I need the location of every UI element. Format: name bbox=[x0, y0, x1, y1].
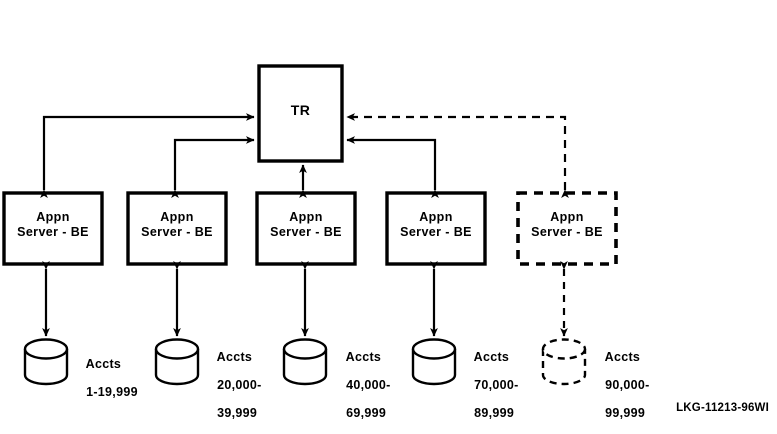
server-box-1 bbox=[2, 191, 104, 266]
database-cylinder-2 bbox=[154, 338, 200, 386]
server-label-5-line2: Server - BE bbox=[531, 225, 603, 239]
database-label-4-title: Accts bbox=[473, 350, 510, 364]
database-label-3-range1: 40,000- bbox=[346, 378, 391, 392]
server-label-5-line1: Appn bbox=[550, 210, 584, 224]
database-cylinder-5 bbox=[541, 338, 587, 386]
hub-box bbox=[257, 64, 344, 163]
database-label-1: Accts 1-19,999 bbox=[71, 343, 138, 413]
connector-server-4 bbox=[346, 136, 439, 198]
hub-label: TR bbox=[290, 102, 311, 118]
database-label-2-range2: 39,999 bbox=[217, 406, 258, 420]
server-label-4-line2: Server - BE bbox=[400, 225, 472, 239]
database-label-2-title: Accts bbox=[216, 350, 253, 364]
connector-server-1 bbox=[40, 113, 255, 198]
connector-server-2 bbox=[171, 136, 255, 198]
server-label-3-line1: Appn bbox=[289, 210, 323, 224]
figure-caption: LKG-11213-96WI bbox=[676, 402, 769, 414]
database-label-4: Accts 70,000- 89,999 bbox=[459, 336, 519, 434]
server-box-3 bbox=[255, 191, 357, 266]
database-label-5-range1: 90,000- bbox=[605, 378, 650, 392]
server-label-1-line1: Appn bbox=[36, 210, 70, 224]
database-label-5-title: Accts bbox=[604, 350, 641, 364]
database-label-1-title: Accts bbox=[85, 357, 122, 371]
database-label-5: Accts 90,000- 99,999 bbox=[590, 336, 650, 434]
database-cylinder-1 bbox=[23, 338, 69, 386]
server-label-4-line1: Appn bbox=[419, 210, 453, 224]
database-label-3-range2: 69,999 bbox=[346, 406, 387, 420]
database-cylinder-4 bbox=[411, 338, 457, 386]
server-label-1-line2: Server - BE bbox=[17, 225, 89, 239]
database-label-1-range1: 1-19,999 bbox=[86, 385, 138, 399]
database-cylinder-3 bbox=[282, 338, 328, 386]
database-label-3: Accts 40,000- 69,999 bbox=[331, 336, 391, 434]
server-label-2-line2: Server - BE bbox=[141, 225, 213, 239]
server-label-4: Appn Server - BE bbox=[387, 210, 485, 240]
database-label-4-range1: 70,000- bbox=[474, 378, 519, 392]
server-label-2: Appn Server - BE bbox=[128, 210, 226, 240]
diagram-canvas: TR Appn Server - BE Appn Server - BE App… bbox=[2, 64, 769, 420]
server-label-5: Appn Server - BE bbox=[518, 210, 616, 240]
server-label-1: Appn Server - BE bbox=[4, 210, 102, 240]
server-label-2-line1: Appn bbox=[160, 210, 194, 224]
server-label-3-line2: Server - BE bbox=[270, 225, 342, 239]
diagram-graphics bbox=[2, 64, 618, 386]
database-label-2-range1: 20,000- bbox=[217, 378, 262, 392]
database-label-2: Accts 20,000- 39,999 bbox=[202, 336, 262, 434]
connector-server-5 bbox=[346, 113, 569, 198]
database-label-4-range2: 89,999 bbox=[474, 406, 515, 420]
database-label-3-title: Accts bbox=[345, 350, 382, 364]
database-label-5-range2: 99,999 bbox=[605, 406, 646, 420]
server-label-3: Appn Server - BE bbox=[257, 210, 355, 240]
